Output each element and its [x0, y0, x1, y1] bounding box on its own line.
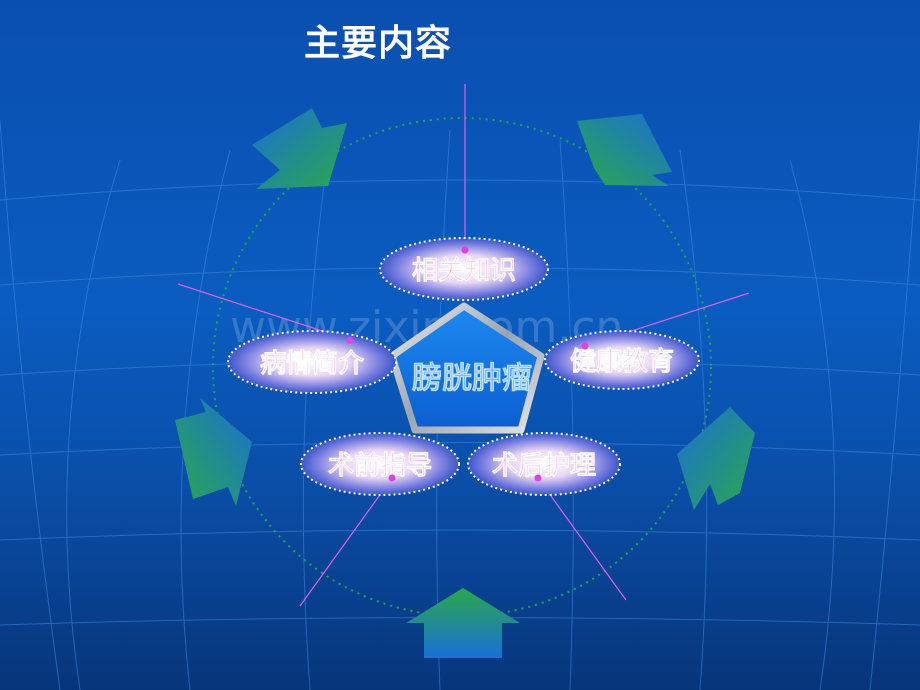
dot-top [461, 246, 469, 254]
dot-bottom-left [388, 474, 396, 482]
node-disease-intro: 病情简介 [227, 330, 397, 394]
node-postop-care: 术后护理 [467, 432, 621, 496]
center-pentagon: 膀胱肿瘤 [388, 302, 545, 434]
guide-line-bottom-right [537, 477, 627, 601]
center-label: 膀胱肿瘤 [411, 361, 532, 396]
dot-left [346, 336, 354, 344]
dotted-circle [212, 117, 712, 617]
page-title: 主要内容 [304, 23, 453, 64]
dot-right [581, 342, 589, 350]
arrow-right-icon [677, 407, 755, 510]
node-label-related-knowledge: 相关知识 [412, 256, 516, 286]
arrow-left-icon [175, 398, 252, 506]
node-label-health-education: 健康教育 [570, 346, 674, 377]
node-label-postop-care: 术后护理 [492, 451, 596, 481]
guide-line-left [177, 283, 351, 341]
arrows [175, 108, 755, 658]
connector-dots [346, 246, 589, 482]
node-preop-guidance: 术前指导 [300, 432, 460, 496]
node-related-knowledge: 相关知识 [379, 237, 549, 301]
arrow-top-right-icon [577, 114, 672, 186]
node-label-preop-guidance: 术前指导 [328, 450, 432, 481]
arrow-top-left-icon [252, 108, 347, 189]
node-label-disease-intro: 病情简介 [260, 348, 365, 379]
arrow-bottom-icon [406, 588, 520, 658]
dot-bottom-right [534, 474, 542, 482]
guide-line-bottom-left [299, 477, 393, 607]
node-health-education: 健康教育 [544, 330, 700, 390]
